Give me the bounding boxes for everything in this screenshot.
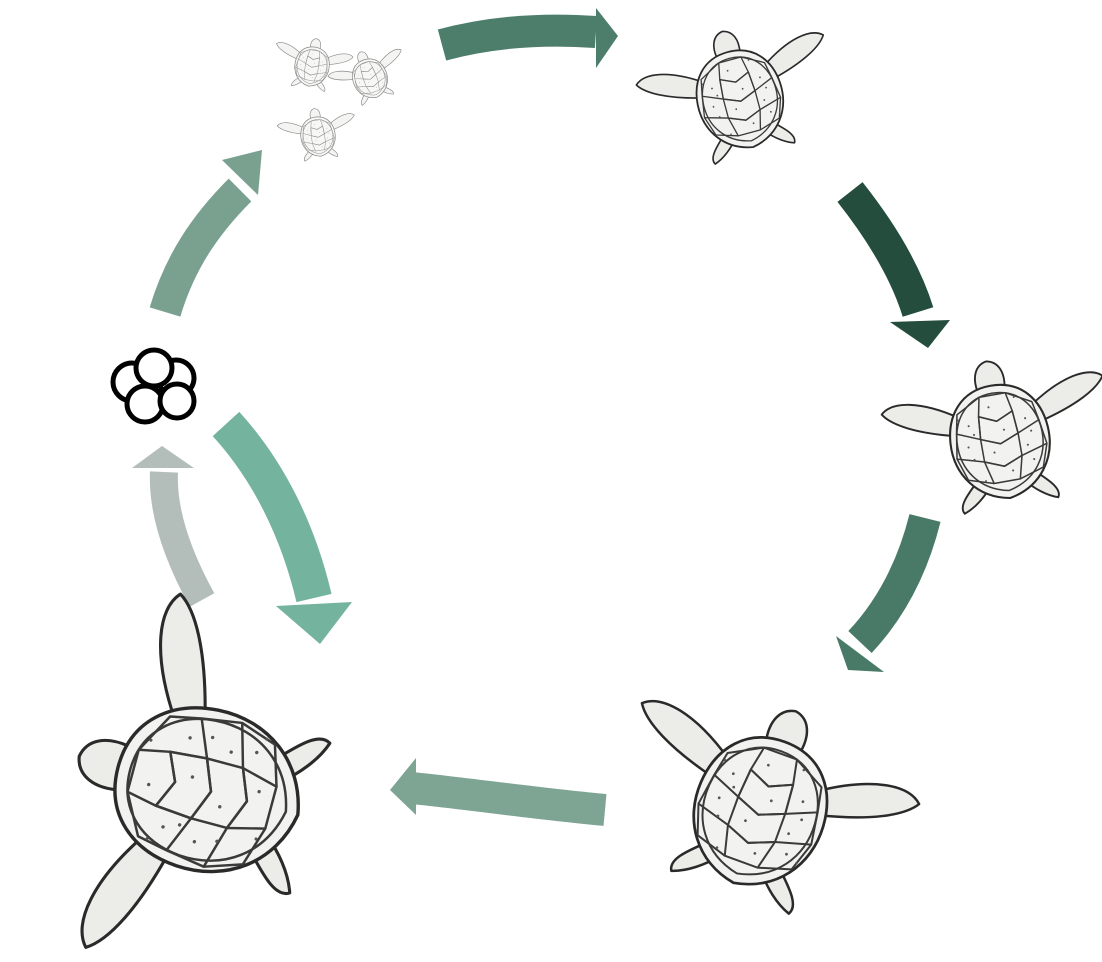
small-juvenile-turtle-icon xyxy=(629,6,849,178)
arrow-juvenile-to-subadult xyxy=(836,518,925,672)
arrow-adult-to-eggs xyxy=(132,446,202,600)
arrow-hatchlings-to-juvenile-small xyxy=(442,8,618,68)
arrow-eggs-to-adult xyxy=(226,424,352,644)
arrow-juvenile-small-to-juvenile xyxy=(850,192,950,348)
cycle-arrows xyxy=(132,8,950,815)
arrow-subadult-to-adult xyxy=(390,758,605,815)
subadult-turtle-icon xyxy=(591,661,934,943)
hatchling-turtles-icon xyxy=(270,32,415,164)
juvenile-turtle-icon xyxy=(876,342,1102,525)
adult-turtle-icon xyxy=(32,580,357,962)
egg-cluster-icon xyxy=(113,350,194,422)
arrow-eggs-to-hatchlings xyxy=(165,150,262,312)
